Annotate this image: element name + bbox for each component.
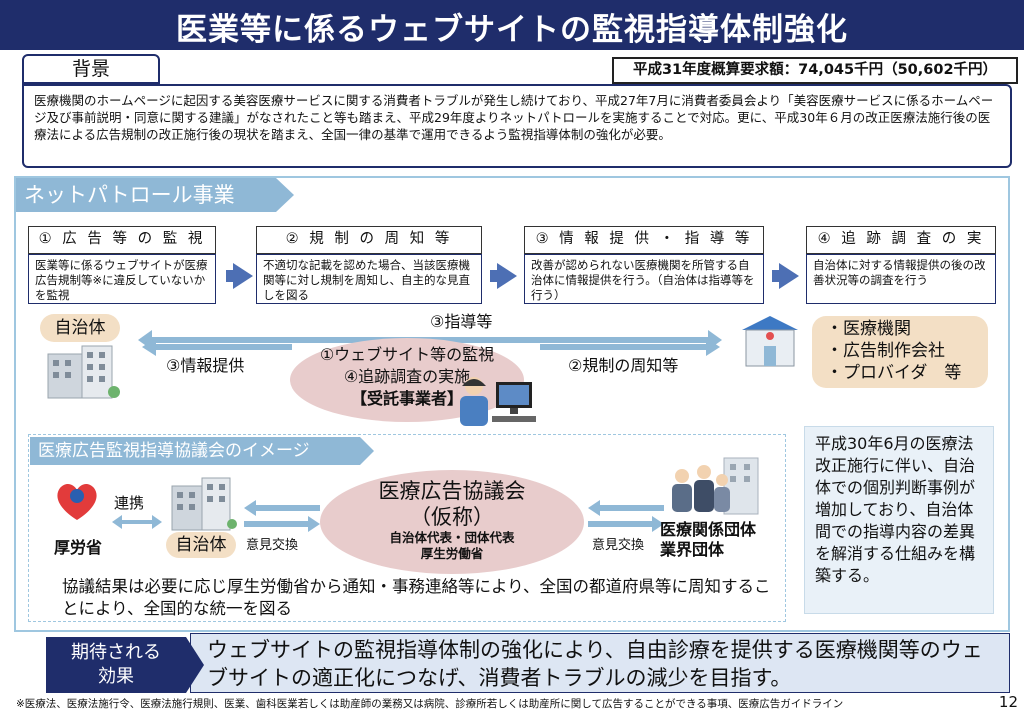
targets-box: ・医療機関 ・広告制作会社 ・プロバイダ 等: [812, 316, 988, 388]
effect-label-line-1: 期待される: [71, 642, 161, 663]
office-building-icon: [47, 345, 120, 399]
group-industry: 業界団体: [660, 540, 725, 559]
background-text: 医療機関のホームページに起因する美容医療サービスに関する消費者トラブルが発生し続…: [22, 84, 1012, 168]
mhlw-label: 厚労省: [54, 538, 103, 557]
contractor-line-1: ①ウェブサイト等の監視: [319, 345, 495, 364]
target-providers: ・プロバイダ 等: [826, 363, 962, 383]
mhlw-logo-icon: [57, 483, 97, 520]
step-3-body: 改善が認められない医療機関を所管する自治体に情報提供を行う。（自治体は指導等を行…: [524, 254, 764, 304]
council-frame: [28, 434, 786, 622]
council-member-1: 自治体代表・団体代表: [389, 530, 515, 545]
exchange-left-label: 意見交換: [246, 538, 299, 553]
contractor-text: ①ウェブサイト等の監視 ④追跡調査の実施 【受託事業者】: [300, 344, 514, 410]
cooperation-label: 連携: [114, 494, 145, 512]
group-medical: 医療関係団体: [660, 520, 757, 539]
step-2-head: ② 規 制 の 周 知 等: [256, 226, 482, 254]
council-local-government-label: 自治体: [166, 532, 236, 558]
step-1-head: ① 広 告 等 の 監 視: [28, 226, 216, 254]
pc-worker-icon: [460, 377, 536, 426]
effect-label: 期待される 効果: [46, 637, 186, 693]
net-patrol-frame: [14, 176, 1010, 632]
council-oval: [320, 470, 584, 574]
council-member-2: 厚生労働省: [420, 546, 484, 561]
step-2-body: 不適切な記載を認めた場合、当該医療機関等に対し規制を周知し、自主的な見直しを図る: [256, 254, 482, 304]
cooperation-arrow: [112, 515, 162, 529]
guidance-label: ③指導等: [430, 312, 493, 331]
effect-label-tail: [186, 637, 204, 693]
budget-request: 平成31年度概算要求額：74,045千円（50,602千円）: [612, 57, 1018, 84]
info-arrow: [142, 338, 292, 356]
step-4-body: 自治体に対する情報提供の後の改善状況等の調査を行う: [806, 254, 996, 304]
step-arrow-stem: [226, 270, 234, 282]
step-arrow-icon: [779, 263, 799, 289]
business-people-icon: [672, 457, 759, 515]
council-result: 協議結果は必要に応じ厚生労働省から通知・事務連絡等により、全国の都道府県等に周知…: [62, 577, 771, 618]
target-medical-institutions: ・医療機関: [826, 319, 911, 339]
exchange-arrows-right: [588, 500, 664, 532]
exchange-arrows-left: [244, 500, 320, 532]
council-name: 医療広告協議会: [378, 479, 526, 503]
effect-text: ウェブサイトの監視指導体制の強化により、自由診療を提供する医療機関等のウェブサイ…: [190, 633, 1010, 693]
council-name-sub: （仮称）: [410, 505, 494, 529]
info-provision-label: ③情報提供: [166, 356, 245, 375]
step-arrow-stem: [772, 270, 780, 282]
step-4-head: ④ 追 跡 調 査 の 実 施: [806, 226, 996, 272]
step-arrow-stem: [490, 270, 498, 282]
council-text: 医療広告協議会 （仮称） 自治体代表・団体代表 厚生労働省: [320, 478, 584, 562]
step-arrow-icon: [233, 263, 253, 289]
net-patrol-header: ネットパトロール事業: [16, 178, 276, 212]
background-tab: 背景: [22, 54, 160, 84]
net-patrol-header-tail: [276, 178, 294, 212]
exchange-right-label: 意見交換: [592, 538, 645, 553]
effect-label-line-2: 効果: [98, 666, 134, 687]
council-header-tail: [360, 437, 374, 465]
contractor-line-2: ④追跡調査の実施: [343, 367, 471, 386]
industry-groups: 医療関係団体 業界団体: [660, 520, 756, 560]
clinic-building-icon: [742, 316, 798, 367]
title-bar: [0, 0, 1024, 50]
council-header: 医療広告監視指導協議会のイメージ: [30, 437, 360, 465]
local-government-label: 自治体: [40, 314, 120, 342]
notice-arrow: [540, 338, 720, 356]
notice-label: ②規制の周知等: [568, 356, 679, 375]
page-title: 医業等に係るウェブサイトの監視指導体制強化: [176, 12, 848, 48]
step-1-body: 医業等に係るウェブサイトが医療広告規制等※に違反していないかを監視: [28, 254, 216, 304]
step-3-head: ③ 情 報 提 供 ・ 指 導 等: [524, 226, 764, 254]
step-arrow-icon: [497, 263, 517, 289]
target-ad-agencies: ・広告制作会社: [826, 341, 945, 361]
footnote: ※医療法、医療法施行令、医療法施行規則、医業、歯科医業若しくは助産師の業務又は病…: [16, 698, 844, 710]
contractor-line-3: 【受託事業者】: [350, 389, 463, 408]
side-note: 平成30年6月の医療法改正施行に伴い、自治体での個別判断事例が増加しており、自治…: [804, 426, 994, 614]
page-number: 12: [998, 693, 1018, 711]
office-building-icon-2: [171, 477, 237, 531]
